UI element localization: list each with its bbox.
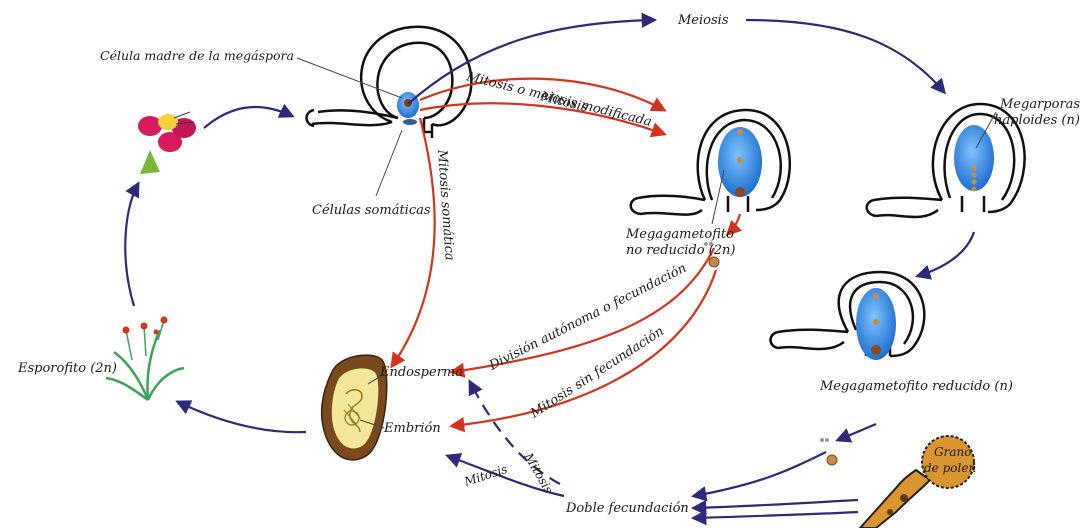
flower <box>138 112 196 174</box>
ovule-megaspore-mother-cell <box>307 27 472 138</box>
embryo-label: Embrión <box>383 421 441 436</box>
unreduced-gametophyte-label-2: no reducido (2n) <box>626 243 735 258</box>
haploid-megaspores-label-2: haploides (n) <box>994 113 1080 128</box>
double-fertilization-label: Doble fecundación <box>565 501 689 516</box>
endosperm-label: Endosperma <box>379 365 463 380</box>
meiosis-label: Meiosis <box>677 13 729 28</box>
haploid-megaspores-label-1: Megarporas <box>999 97 1080 112</box>
mitosis-lower-label: Mitosis <box>462 462 509 489</box>
somatic-cells-label: Células somáticas <box>312 203 431 218</box>
pollen-grain-label-1: Grano <box>934 445 971 459</box>
ovule-reduced-gametophyte <box>771 272 925 360</box>
ovule-unreduced-gametophyte <box>631 110 790 215</box>
autonomous-division-label: División autónoma o fecundación <box>486 261 689 374</box>
egg-cells-reduced <box>820 438 837 465</box>
megaspore-mother-cell-label: Célula madre de la megáspora <box>100 48 294 63</box>
sporophyte-plant <box>106 317 184 401</box>
reduced-gametophyte-label: Megagametofito reducido (n) <box>819 379 1013 394</box>
seed <box>322 355 387 460</box>
somatic-mitosis-label: Mitosis somática <box>434 148 457 261</box>
unreduced-gametophyte-label-1: Megagametofito <box>625 227 734 242</box>
sporophyte-label: Esporofito (2n) <box>17 361 117 376</box>
pollen-grain-label-2: de polen <box>924 461 976 475</box>
